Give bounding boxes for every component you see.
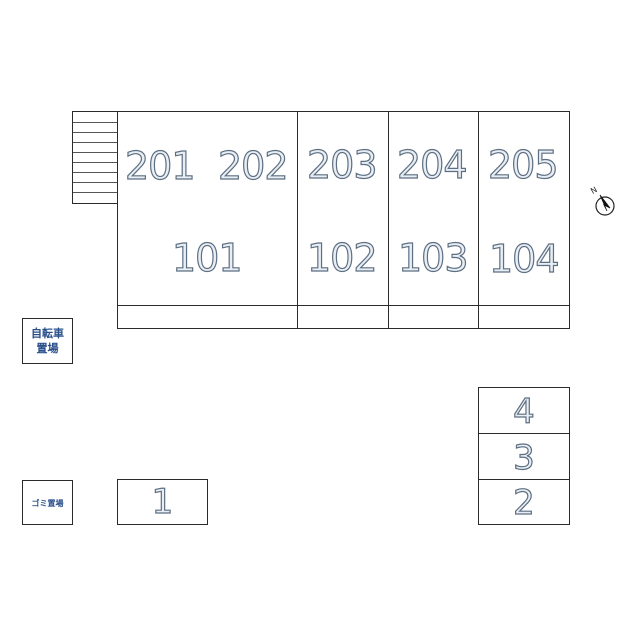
parking-space-2: 2 bbox=[478, 479, 570, 525]
bicycle-parking: 自転車 置場 bbox=[22, 318, 73, 364]
room-205: 205 bbox=[487, 143, 559, 187]
bicycle-parking-label: 自転車 bbox=[31, 327, 64, 340]
unit-divider bbox=[388, 111, 389, 329]
compass: N bbox=[589, 185, 617, 218]
room-201: 201 bbox=[124, 144, 196, 188]
room-203: 203 bbox=[306, 143, 378, 187]
parking-space-1: 1 bbox=[117, 479, 208, 525]
bicycle-parking-label: 置場 bbox=[36, 342, 59, 355]
compass-arrow-icon bbox=[595, 194, 615, 216]
parking-label: 1 bbox=[151, 482, 174, 522]
room-101: 101 bbox=[171, 236, 243, 280]
unit-divider bbox=[478, 111, 479, 329]
parking-label: 4 bbox=[513, 392, 536, 432]
balcony-strip bbox=[117, 305, 570, 306]
room-103: 103 bbox=[397, 236, 469, 280]
parking-space-4: 4 bbox=[478, 387, 570, 434]
parking-space-3: 3 bbox=[478, 433, 570, 480]
unit-divider bbox=[297, 111, 298, 329]
stairs bbox=[72, 111, 118, 204]
garbage-area: ゴミ置場 bbox=[22, 480, 73, 525]
building-outline bbox=[117, 111, 570, 329]
room-202: 202 bbox=[217, 144, 289, 188]
room-104: 104 bbox=[488, 237, 560, 281]
room-102: 102 bbox=[306, 236, 378, 280]
parking-label: 3 bbox=[513, 438, 536, 478]
room-204: 204 bbox=[396, 143, 468, 187]
garbage-area-label: ゴミ置場 bbox=[31, 499, 64, 508]
parking-label: 2 bbox=[513, 483, 536, 523]
